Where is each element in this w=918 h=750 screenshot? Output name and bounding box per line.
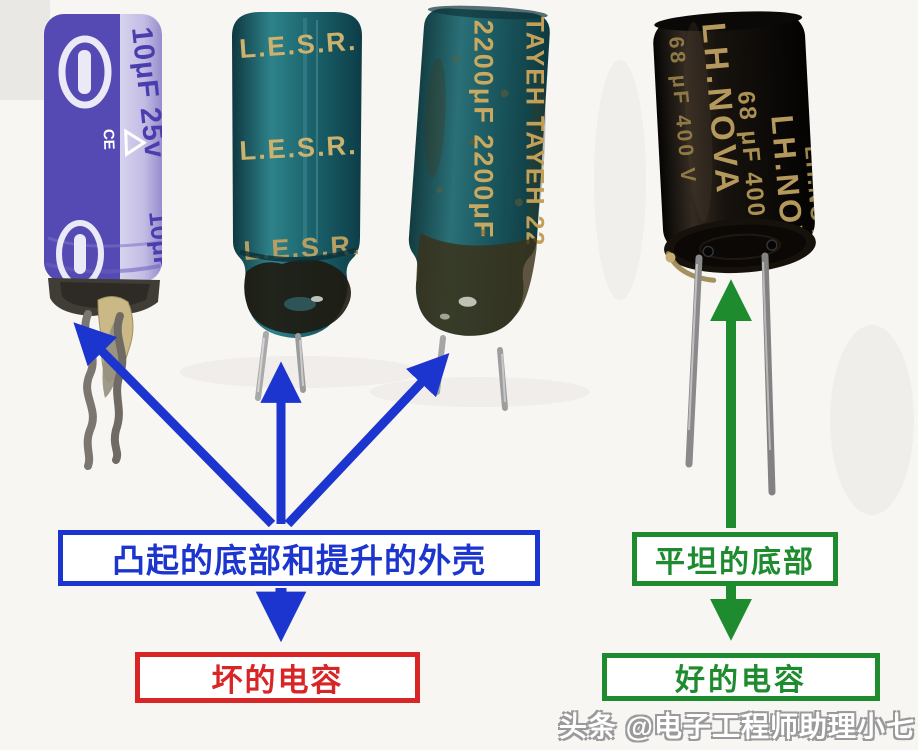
annotation-arrows — [73, 279, 752, 643]
tayeh-brand-column-text: TAYEH TAYEH 22 — [521, 16, 549, 247]
flat-bottom-label-text: 平坦的底部 — [655, 546, 815, 579]
blue-arrow-to-tayeh-cap — [284, 352, 450, 528]
bulged-bottom — [244, 259, 351, 334]
good-capacitor-label-box: 好的电容 — [602, 653, 880, 701]
purple-cap-rating-partial-text: 10μF — [143, 209, 179, 273]
leaked-bottom-grime — [416, 233, 538, 336]
bulged-bottom-label-box: 凸起的底部和提升的外壳 — [58, 530, 540, 586]
capacitor-black-good: 68 μF 400 V LH.NOVA 68 μF 400 V LH.NOVA … — [653, 11, 816, 496]
ce-cert-mark: CE — [100, 128, 147, 158]
watermark-credit: 头条 @电子工程师助理小七 — [558, 711, 915, 742]
lead-wire — [761, 252, 776, 496]
capacitor-teal-lesr-bulged: L.E.S.R. L.E.S.R. L.E.S.R. — [232, 12, 362, 401]
capacitor-purple-burst: CE 10μF 25v 10μF — [44, 14, 179, 470]
blue-arrow-to-purple-cap — [73, 322, 276, 528]
bad-capacitor-label-text: 坏的电容 — [211, 663, 344, 698]
polarity-marker-bottom — [56, 220, 104, 282]
flat-bottom-label-box: 平坦的底部 — [632, 532, 838, 586]
bad-capacitor-label-box: 坏的电容 — [135, 652, 420, 703]
lead-wire — [685, 254, 703, 468]
tayeh-rating-column-text: 2200μF 2200μF — [468, 20, 498, 240]
lead-wire — [110, 312, 127, 464]
good-capacitor-label-text: 好的电容 — [675, 664, 807, 697]
bulged-bottom-label-text: 凸起的底部和提升的外壳 — [112, 542, 486, 579]
polarity-marker-top — [58, 35, 112, 109]
cert-mark-text: CE — [100, 129, 118, 150]
capacitor-teal-tayeh-leaked: 2200μF 2200μF TAYEH TAYEH 22 — [408, 5, 550, 411]
lesr-brand-text: L.E.S.R. — [239, 130, 358, 166]
